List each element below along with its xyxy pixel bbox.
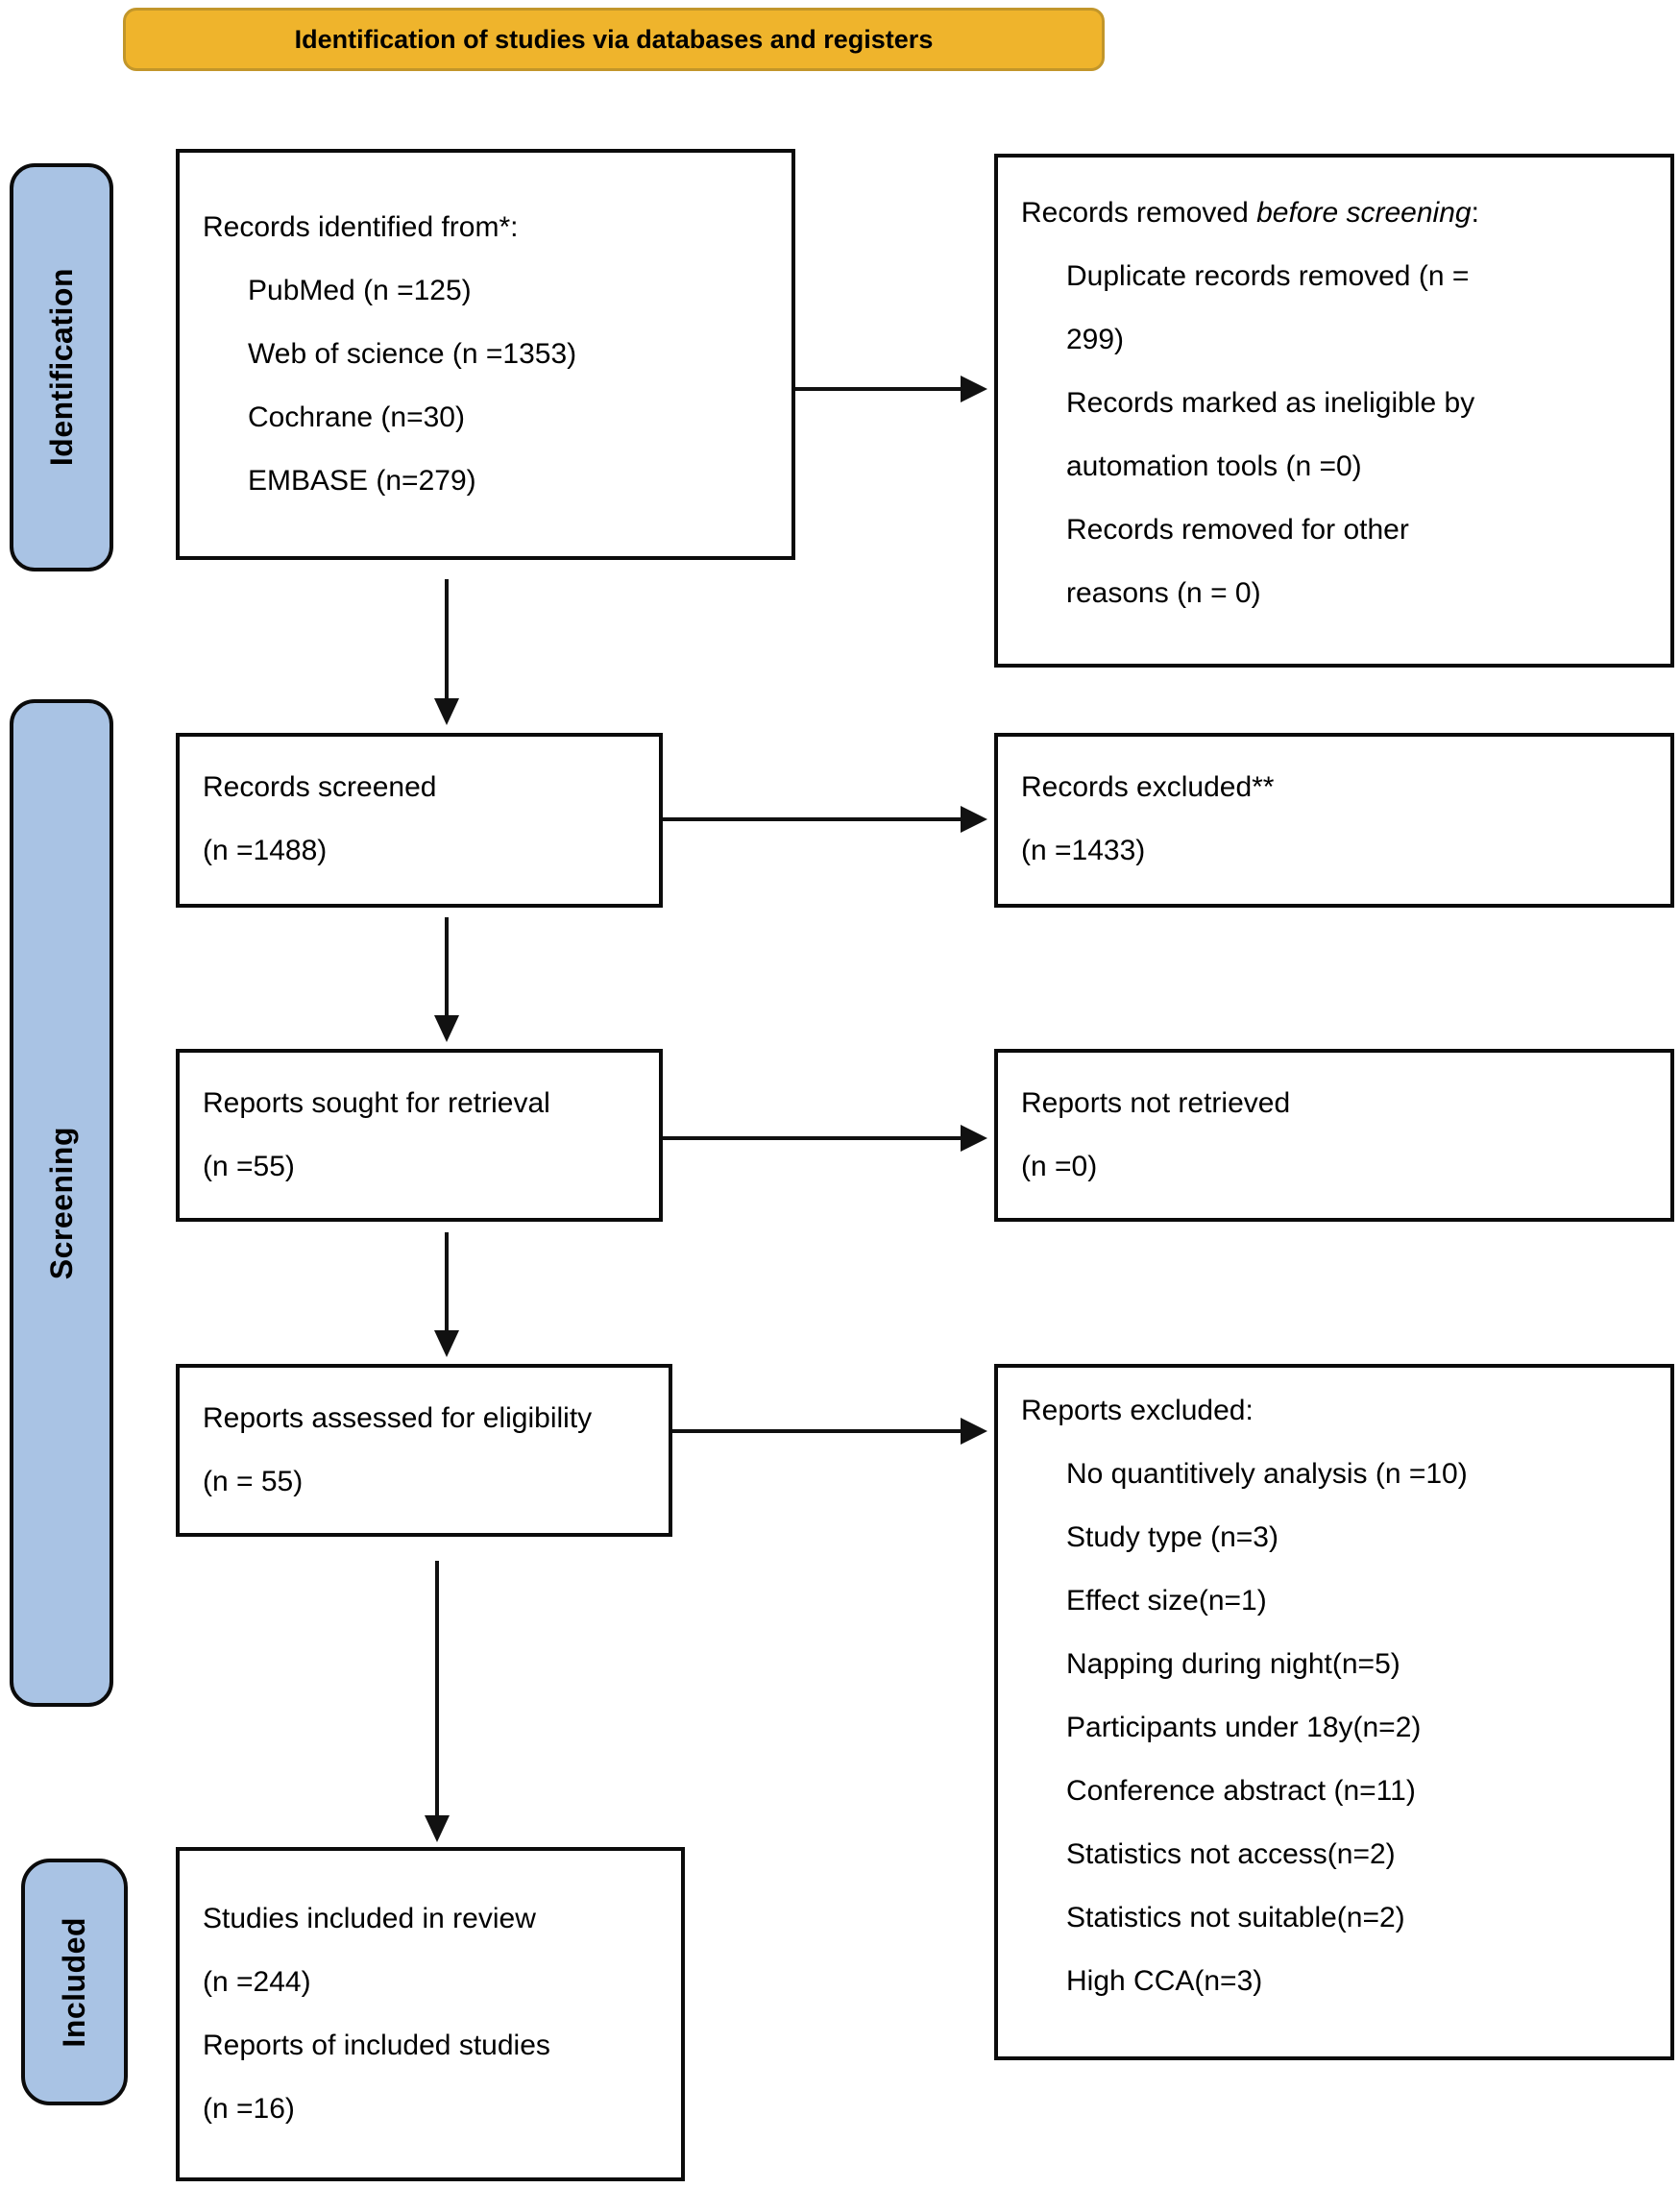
stage-label-identification-text: Identification xyxy=(43,268,79,467)
reports-excluded-item: Statistics not access(n=2) xyxy=(1066,1838,1396,1870)
reports-excluded-item: Conference abstract (n=11) xyxy=(1066,1775,1416,1807)
records-screened-label: Records screened xyxy=(203,771,437,803)
stage-label-included-text: Included xyxy=(57,1916,91,2048)
arrow-head xyxy=(961,1418,987,1445)
arrow-shaft xyxy=(663,817,962,821)
arrow-head xyxy=(961,806,987,833)
reports-included-label: Reports of included studies xyxy=(203,2030,550,2061)
stage-label-identification: Identification xyxy=(10,163,113,571)
box-reports-sought: Reports sought for retrieval (n =55) xyxy=(176,1049,663,1222)
records-identified-item: Cochrane (n=30) xyxy=(248,401,465,433)
arrow-head xyxy=(961,376,987,402)
studies-included-count: (n =244) xyxy=(203,1966,311,1998)
reports-not-retrieved-label: Reports not retrieved xyxy=(1021,1087,1291,1119)
reports-excluded-item: Statistics not suitable(n=2) xyxy=(1066,1902,1405,1933)
box-reports-assessed: Reports assessed for eligibility (n = 55… xyxy=(176,1364,672,1537)
stage-label-screening-text: Screening xyxy=(43,1126,79,1280)
arrow-head xyxy=(961,1125,987,1152)
records-removed-title: Records removed before screening: xyxy=(1021,182,1653,245)
records-removed-item: Duplicate records removed (n = 299) xyxy=(1066,260,1470,355)
arrow-shaft xyxy=(445,917,449,1017)
records-identified-title: Records identified from*: xyxy=(203,211,519,243)
box-studies-included: Studies included in review (n =244) Repo… xyxy=(176,1847,685,2181)
banner-title: Identification of studies via databases … xyxy=(294,24,934,54)
stage-label-screening: Screening xyxy=(10,699,113,1707)
reports-excluded-item: Napping during night(n=5) xyxy=(1066,1648,1400,1680)
box-records-identified: Records identified from*: PubMed (n =125… xyxy=(176,149,795,560)
reports-sought-label: Reports sought for retrieval xyxy=(203,1087,550,1119)
arrow-head xyxy=(434,698,459,725)
records-excluded-label: Records excluded** xyxy=(1021,771,1275,803)
banner: Identification of studies via databases … xyxy=(123,8,1105,71)
reports-excluded-item: High CCA(n=3) xyxy=(1066,1965,1263,1997)
box-reports-not-retrieved: Reports not retrieved (n =0) xyxy=(994,1049,1674,1222)
reports-excluded-item: Study type (n=3) xyxy=(1066,1521,1278,1553)
records-removed-title-italic: before screening xyxy=(1256,197,1472,229)
box-records-screened: Records screened (n =1488) xyxy=(176,733,663,908)
box-reports-excluded: Reports excluded: No quantitively analys… xyxy=(994,1364,1674,2060)
records-screened-count: (n =1488) xyxy=(203,835,328,866)
records-identified-item: PubMed (n =125) xyxy=(248,275,472,306)
records-identified-item: EMBASE (n=279) xyxy=(248,465,476,497)
records-identified-item: Web of science (n =1353) xyxy=(248,338,577,370)
arrow-head xyxy=(434,1330,459,1357)
records-removed-title-prefix: Records removed xyxy=(1021,197,1257,229)
reports-not-retrieved-count: (n =0) xyxy=(1021,1151,1098,1182)
records-removed-item: Records marked as ineligible by automati… xyxy=(1066,387,1475,482)
arrow-shaft xyxy=(445,1232,449,1332)
box-records-excluded: Records excluded** (n =1433) xyxy=(994,733,1674,908)
arrow-shaft xyxy=(445,579,449,700)
arrow-shaft xyxy=(795,387,962,391)
reports-excluded-item: Participants under 18y(n=2) xyxy=(1066,1712,1422,1743)
studies-included-label: Studies included in review xyxy=(203,1903,536,1934)
box-records-removed: Records removed before screening: Duplic… xyxy=(994,154,1674,668)
reports-assessed-label: Reports assessed for eligibility xyxy=(203,1402,593,1434)
reports-excluded-item: Effect size(n=1) xyxy=(1066,1585,1267,1617)
arrow-head xyxy=(434,1015,459,1042)
reports-included-count: (n =16) xyxy=(203,2093,295,2125)
reports-excluded-item: No quantitively analysis (n =10) xyxy=(1066,1458,1468,1490)
arrow-shaft xyxy=(672,1429,962,1433)
arrow-head xyxy=(425,1815,450,1842)
records-removed-title-suffix: : xyxy=(1471,197,1479,229)
records-excluded-count: (n =1433) xyxy=(1021,835,1146,866)
arrow-shaft xyxy=(435,1561,439,1817)
reports-excluded-title: Reports excluded: xyxy=(1021,1395,1254,1426)
stage-label-included: Included xyxy=(21,1859,128,2105)
reports-assessed-count: (n = 55) xyxy=(203,1466,304,1497)
records-removed-item: Records removed for other reasons (n = 0… xyxy=(1066,514,1409,609)
arrow-shaft xyxy=(663,1136,962,1140)
reports-sought-count: (n =55) xyxy=(203,1151,295,1182)
